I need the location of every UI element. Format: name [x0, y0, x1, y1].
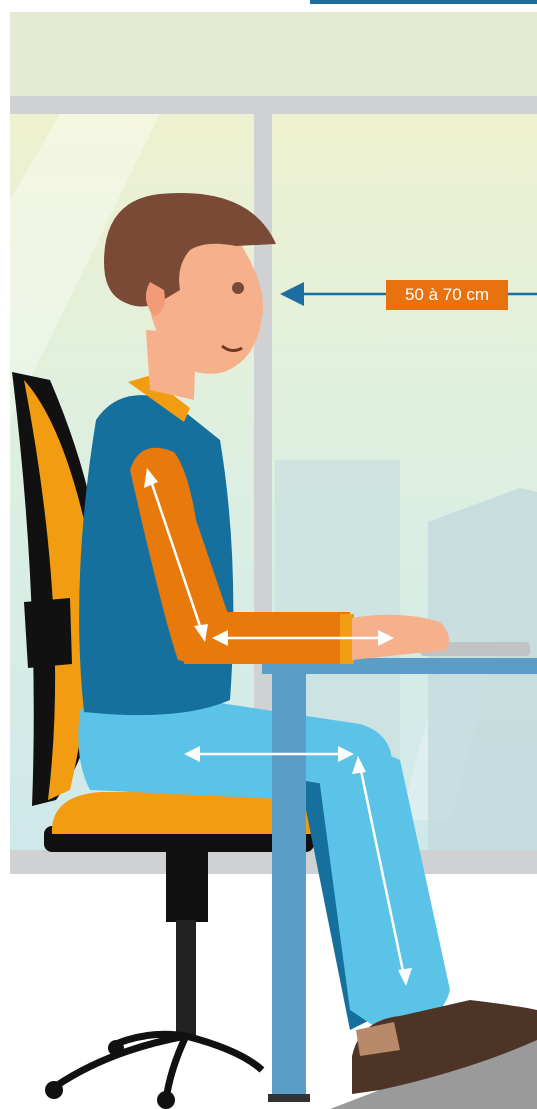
- distance-label: 50 à 70 cm: [386, 280, 508, 310]
- window-frame-top: [10, 96, 537, 114]
- chair-column: [176, 920, 196, 1040]
- chair-wheel: [108, 1040, 124, 1056]
- upper-wall: [10, 12, 537, 96]
- chair-column-top: [166, 852, 208, 922]
- top-accent-line: [310, 0, 537, 4]
- chair-wheel: [157, 1091, 175, 1109]
- desk-foot: [268, 1094, 310, 1102]
- chair-lumbar: [24, 598, 72, 668]
- eye: [232, 282, 244, 294]
- chair-wheel: [45, 1081, 63, 1099]
- desk-leg: [272, 674, 306, 1098]
